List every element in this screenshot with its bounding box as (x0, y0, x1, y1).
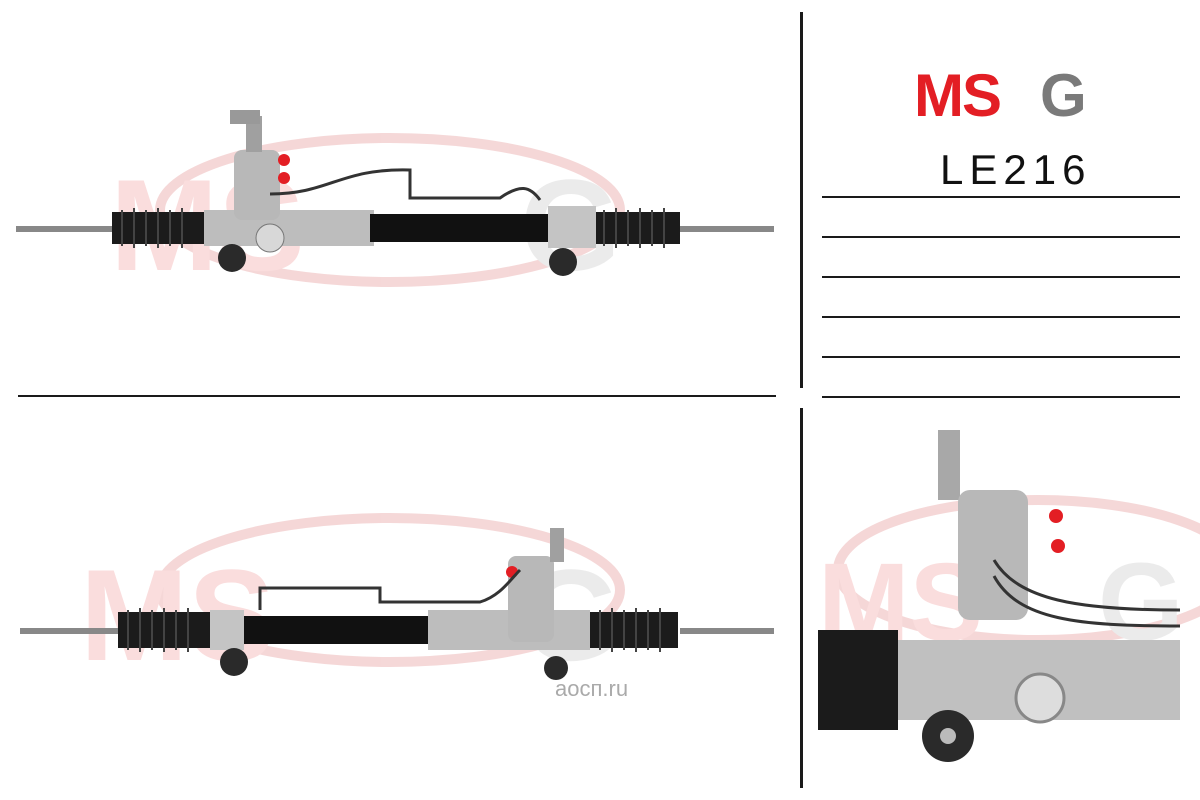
steering-rack-detail-view: MS G (818, 430, 1200, 762)
steering-rack-top-view: MS G (16, 110, 774, 298)
note-line (822, 276, 1180, 278)
note-line (822, 396, 1180, 398)
site-watermark: аосп.ru (555, 676, 629, 701)
msg-brand-logo: MS G (912, 62, 1102, 129)
note-line (822, 196, 1180, 198)
notes-lines (822, 196, 1180, 436)
svg-text:MS: MS (914, 62, 1000, 129)
vertical-divider-bottom (800, 408, 803, 788)
vertical-divider-top (800, 12, 803, 388)
steering-rack-bottom-view: MS G (20, 513, 774, 688)
horizontal-divider (18, 395, 776, 397)
note-line (822, 316, 1180, 318)
note-line (822, 236, 1180, 238)
part-number: LE216 (940, 146, 1092, 193)
note-line (822, 356, 1180, 358)
svg-text:G: G (1040, 62, 1087, 129)
